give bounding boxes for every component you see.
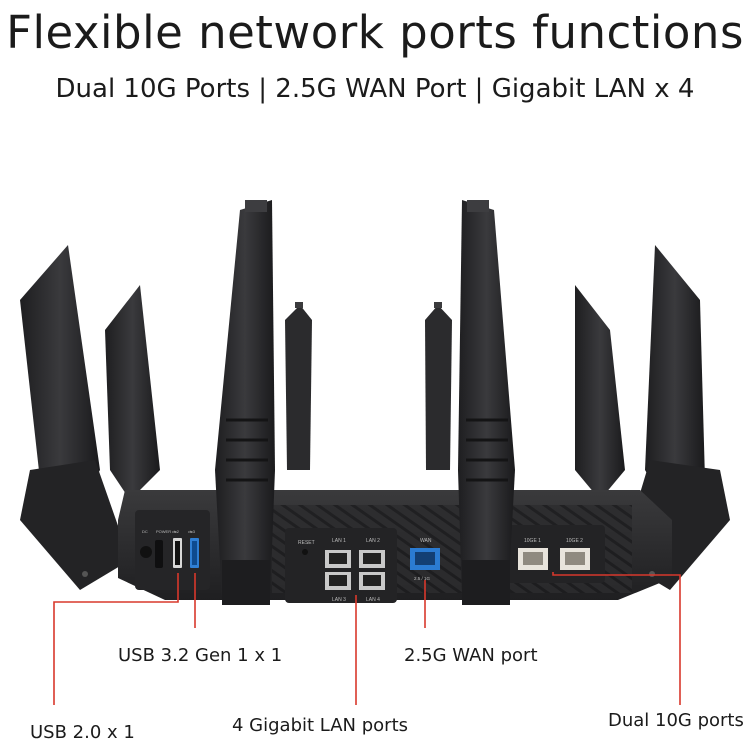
lan1-label: LAN 1 — [332, 538, 346, 544]
dc-jack — [140, 546, 152, 558]
leader-usb20 — [53, 573, 179, 705]
antenna-rear-right — [425, 302, 452, 470]
wan-port-group: WAN 2.5 / 1G — [410, 538, 440, 581]
power-button — [155, 540, 163, 568]
antenna-left-mid — [105, 285, 160, 500]
usb-b-label: •⇆3 — [188, 529, 196, 534]
reset-button — [302, 549, 308, 555]
antenna-front-left — [215, 200, 275, 605]
wan-sub-label: 2.5 / 1G — [414, 576, 431, 581]
wan-label: WAN — [420, 538, 432, 544]
reset-label: RESET — [298, 540, 315, 546]
headline-subtitle: Dual 10G Ports | 2.5G WAN Port | Gigabit… — [55, 74, 695, 104]
ten-g-1-label: 10GE 1 — [524, 538, 541, 544]
lan2-label: LAN 2 — [366, 538, 380, 544]
callout-ten-g: Dual 10G ports — [608, 710, 744, 731]
power-label: POWER — [156, 529, 171, 534]
antenna-rear-left — [285, 302, 312, 470]
lan-port-group: LAN 1 LAN 2 LAN 3 LAN 4 — [325, 538, 385, 603]
callout-usb20: USB 2.0 x 1 — [30, 722, 135, 743]
antenna-left-outer — [20, 245, 130, 590]
callout-lan: 4 Gigabit LAN ports — [232, 715, 409, 736]
usb-a-label: •⇆2 — [172, 529, 180, 534]
dc-label: DC — [142, 529, 148, 534]
headline-title: Flexible network ports functions — [6, 6, 744, 59]
router-body — [118, 490, 672, 603]
ten-g-2-label: 10GE 2 — [566, 538, 583, 544]
callout-usb32: USB 3.2 Gen 1 x 1 — [118, 645, 283, 666]
callout-wan: 2.5G WAN port — [404, 645, 538, 666]
port-cluster-left: DC POWER •⇆2 •⇆3 — [140, 529, 199, 568]
leader-ten-g — [552, 572, 681, 705]
antenna-right-mid — [575, 285, 625, 500]
lan4-label: LAN 4 — [366, 597, 380, 603]
ten-g-port-group: 10GE 1 10GE 2 — [518, 538, 590, 570]
lan3-label: LAN 3 — [332, 597, 346, 603]
antenna-front-right — [458, 200, 515, 605]
callout-leader-lines — [53, 572, 681, 705]
